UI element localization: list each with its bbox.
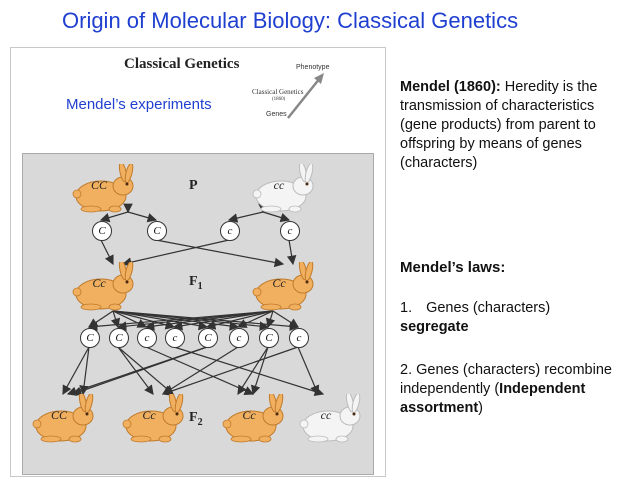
rabbit-icon [222, 394, 284, 443]
rabbit-genotype: CC [90, 178, 107, 192]
rabbit-icon [252, 262, 314, 311]
cross-arrow [297, 346, 320, 396]
cross-arrow [250, 346, 269, 396]
cross-arrow [262, 211, 291, 223]
gamete-circle: c [137, 328, 157, 348]
mendel-laws-heading: Mendel’s laws: [400, 259, 506, 276]
generation-label-p: P [189, 178, 198, 193]
gamete-circle: C [80, 328, 100, 348]
cross-arrow [155, 239, 285, 268]
rabbit-genotype: CC [50, 408, 67, 422]
f1-rabbit: Cc [251, 262, 321, 312]
gamete-circle: c [220, 221, 240, 241]
cross-arrow [144, 310, 274, 331]
definition-label: Mendel (1860): [400, 79, 501, 95]
cross-arrow [237, 346, 269, 396]
f2-rabbit: cc [298, 394, 368, 444]
rabbit-genotype: cc [273, 178, 285, 192]
generation-label-f1: F1 [189, 274, 203, 292]
gamete-circle: C [147, 221, 167, 241]
rabbit-genotype: Cc [142, 408, 156, 422]
slide-title: Origin of Molecular Biology: Classical G… [62, 8, 519, 33]
cross-arrow [99, 211, 129, 223]
p-rabbit: CC [71, 164, 141, 214]
gamete-circle: C [259, 328, 279, 348]
law1-number: 1. [400, 300, 413, 316]
rabbit-icon [299, 394, 361, 443]
mendel-definition: Mendel (1860): Heredity is the transmiss… [400, 78, 632, 173]
cross-arrow [62, 346, 90, 396]
cross-arrow [286, 239, 297, 266]
mini-phenotype-label: Phenotype [296, 64, 330, 71]
mini-genes-label: Genes [266, 111, 287, 118]
rabbit-genotype: cc [320, 408, 332, 422]
law2-bold: Independent assortment [400, 381, 586, 416]
cross-arrow [265, 310, 276, 329]
law1-bold: segregate [400, 319, 469, 335]
phenotype-genes-diagram: Phenotype Classical Genetics (1860) Gene… [246, 64, 372, 126]
cross-arrow [117, 346, 174, 395]
law2-close: ) [478, 400, 484, 416]
cross-arrow [173, 346, 325, 397]
f2-rabbit: Cc [121, 394, 191, 444]
gamete-circle: C [92, 221, 112, 241]
law2-text: 2. Genes (characters) recombine independ… [400, 362, 612, 397]
figure-caption: Mendel’s experiments [66, 96, 212, 113]
rabbit-genotype: Cc [242, 408, 256, 422]
cross-arrow [236, 310, 274, 328]
cross-arrows [62, 203, 325, 397]
f2-rabbit: CC [31, 394, 101, 444]
cross-arrow [66, 346, 208, 396]
cross-arrow [121, 239, 230, 267]
mini-year-label: (1860) [272, 97, 286, 102]
mini-classical-genetics-label: Classical Genetics [252, 88, 304, 96]
gamete-circle: c [229, 328, 249, 348]
generation-label-f2: F2 [189, 410, 203, 428]
gamete-circle: C [198, 328, 218, 348]
rabbit-icon [72, 262, 134, 311]
gamete-circle: c [165, 328, 185, 348]
law1-text: Genes (characters) [426, 300, 551, 316]
definition-text: Heredity is the transmission of characte… [400, 79, 598, 171]
cross-arrow [227, 211, 264, 223]
cross-arrow [88, 310, 114, 328]
p-rabbit: cc [251, 164, 321, 214]
cross-arrow [127, 211, 158, 223]
rabbit-icon [32, 394, 94, 443]
rabbit-genotype: Cc [92, 276, 106, 290]
cross-arrow [79, 346, 90, 396]
cross-arrow [272, 310, 300, 328]
rabbit-icon [72, 164, 134, 213]
f1-rabbit: Cc [71, 262, 141, 312]
cross-arrow [100, 239, 114, 266]
rabbit-icon [122, 394, 184, 443]
cross-arrow [117, 346, 154, 395]
cross-arrow [205, 310, 274, 330]
rabbit-icon [252, 164, 314, 213]
gamete-circle: C [109, 328, 129, 348]
cross-arrow [172, 310, 274, 331]
cross-arrow [161, 346, 299, 396]
mini-arrow-graphic [287, 73, 324, 119]
law-independent-assortment: 2. Genes (characters) recombine independ… [400, 361, 632, 418]
gamete-circle: c [289, 328, 309, 348]
rabbit-genotype: Cc [272, 276, 286, 290]
law-segregation: 1. Genes (characters) segregate [400, 299, 632, 337]
gamete-circle: c [280, 221, 300, 241]
cross-arrow [161, 346, 239, 395]
figure-heading: Classical Genetics [124, 56, 240, 72]
f2-rabbit: Cc [221, 394, 291, 444]
